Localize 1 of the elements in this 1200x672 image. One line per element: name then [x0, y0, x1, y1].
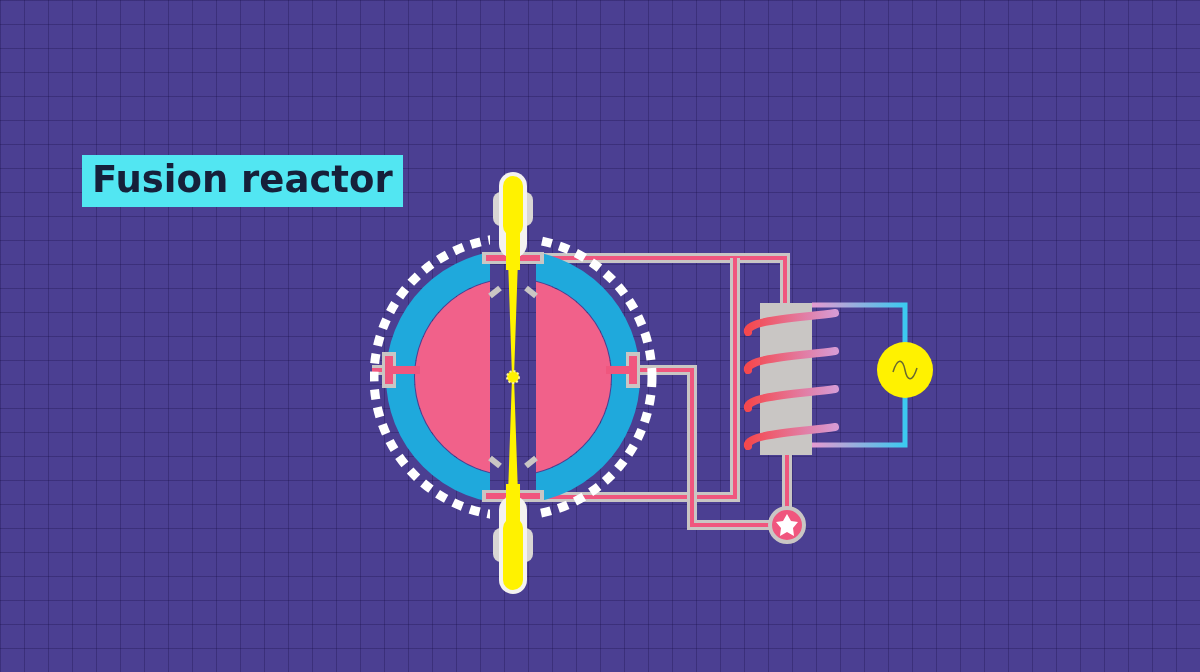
title: Fusion reactor: [82, 155, 403, 207]
